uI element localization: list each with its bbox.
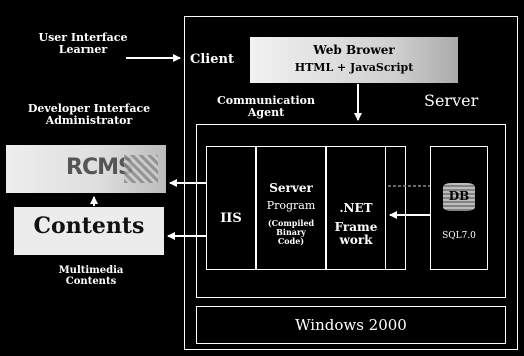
contents-box: Contents: [14, 207, 164, 255]
server-program-box: Server Program (Compiled Binary Code): [256, 146, 326, 270]
db-box: DB SQL7.0: [430, 146, 488, 270]
server-inner-frame: [196, 124, 506, 298]
server-label: Server: [424, 91, 479, 110]
rcms-label: RCMS: [66, 155, 134, 180]
client-label: Client: [190, 52, 234, 67]
program-title: Server: [269, 181, 313, 195]
net-framework-box: .NET Frame work: [326, 146, 386, 270]
db-sub-label: SQL7.0: [442, 231, 476, 241]
net-subtitle: Frame work: [334, 220, 378, 247]
contents-label: Contents: [33, 213, 145, 239]
os-box: Windows 2000: [196, 306, 506, 344]
rcms-logo-icon: [124, 155, 158, 183]
developer-interface-label: Developer Interface Administrator: [27, 102, 151, 127]
db-label: DB: [448, 189, 470, 203]
user-interface-label: User Interface Learner: [38, 31, 128, 56]
web-browser-box: Web Brower HTML + JavaScript: [250, 37, 458, 83]
communication-agent-label: Communication Agent: [217, 94, 315, 119]
iis-label: IIS: [220, 211, 242, 226]
browser-title: Web Brower: [313, 43, 395, 57]
program-note: (Compiled Binary Code): [267, 218, 315, 247]
rcms-box: RCMS: [6, 145, 166, 193]
net-title: .NET: [339, 201, 373, 215]
program-subtitle: Program: [266, 199, 316, 212]
os-label: Windows 2000: [295, 316, 407, 334]
iis-box: IIS: [206, 146, 256, 270]
multimedia-contents-label: Multimedia Contents: [58, 265, 124, 287]
browser-subtitle: HTML + JavaScript: [294, 61, 414, 74]
db-cylinder-icon: [443, 183, 475, 211]
